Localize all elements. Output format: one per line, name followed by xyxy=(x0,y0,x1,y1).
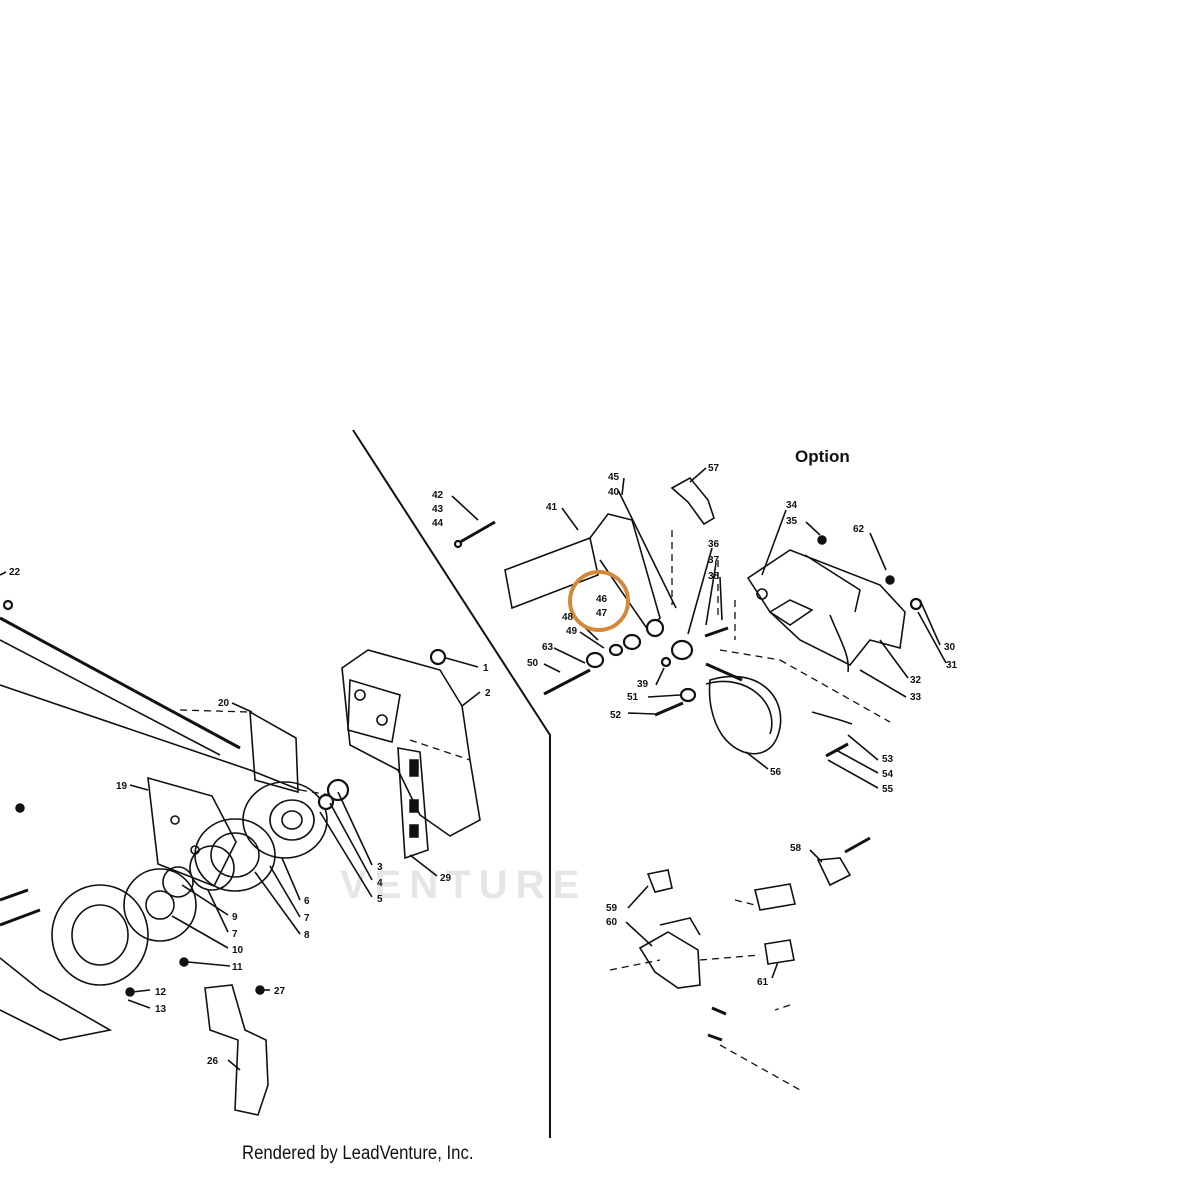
part-label-51: 51 xyxy=(627,692,639,703)
part-label-2: 2 xyxy=(485,688,491,699)
left-assembly xyxy=(0,571,481,1116)
part-label-53: 53 xyxy=(882,754,894,765)
part-label-37: 37 xyxy=(708,555,720,566)
part-label-27: 27 xyxy=(274,986,286,997)
credit-text: Rendered by LeadVenture, Inc. xyxy=(242,1143,474,1164)
part-label-45: 45 xyxy=(608,472,620,483)
part-label-10: 10 xyxy=(232,945,244,956)
part-label-43: 43 xyxy=(432,504,444,515)
part-label-54: 54 xyxy=(882,769,894,780)
part-label-58: 58 xyxy=(790,843,802,854)
part-label-1: 1 xyxy=(483,663,489,674)
part-label-8: 8 xyxy=(304,930,310,941)
part-label-9: 9 xyxy=(232,912,238,923)
part-label-11: 11 xyxy=(232,962,243,973)
part-label-26: 26 xyxy=(207,1056,219,1067)
part-label-41: 41 xyxy=(546,502,558,513)
part-label-63: 63 xyxy=(542,642,554,653)
part-label-38: 38 xyxy=(708,571,720,582)
option-section-title: Option xyxy=(795,447,850,466)
part-label-34: 34 xyxy=(786,500,798,511)
part-label-36: 36 xyxy=(708,539,720,550)
labels-left: 22 1 2 20 19 3 4 5 6 7 7 8 9 10 11 12 13… xyxy=(9,567,491,1067)
part-label-31: 31 xyxy=(946,660,958,671)
part-label-32: 32 xyxy=(910,675,922,686)
part-label-7b: 7 xyxy=(232,929,238,940)
part-label-49: 49 xyxy=(566,626,578,637)
part-label-20: 20 xyxy=(218,698,230,709)
part-label-61: 61 xyxy=(757,977,769,988)
watermark-text: VENTURE xyxy=(340,863,587,907)
part-label-55: 55 xyxy=(882,784,894,795)
part-label-48: 48 xyxy=(562,612,574,623)
part-label-60: 60 xyxy=(606,917,618,928)
labels-right: 42 43 44 41 45 40 57 46 47 48 49 63 50 3… xyxy=(432,463,958,988)
part-label-33: 33 xyxy=(910,692,922,703)
part-label-50: 50 xyxy=(527,658,539,669)
right-assembly xyxy=(451,467,947,1091)
part-label-22: 22 xyxy=(9,567,21,578)
part-label-46: 46 xyxy=(596,594,608,605)
part-label-7a: 7 xyxy=(304,913,310,924)
part-label-30: 30 xyxy=(944,642,956,653)
part-label-39: 39 xyxy=(637,679,649,690)
part-label-57: 57 xyxy=(708,463,720,474)
part-label-29: 29 xyxy=(440,873,452,884)
part-label-3: 3 xyxy=(377,862,383,873)
part-label-52: 52 xyxy=(610,710,622,721)
part-label-12: 12 xyxy=(155,987,167,998)
part-label-35: 35 xyxy=(786,516,798,527)
part-label-44: 44 xyxy=(432,518,444,529)
part-label-59: 59 xyxy=(606,903,618,914)
section-divider xyxy=(352,429,551,1138)
part-label-13: 13 xyxy=(155,1004,167,1015)
highlight-circle xyxy=(568,570,630,632)
part-label-4: 4 xyxy=(377,878,383,889)
part-label-47: 47 xyxy=(596,608,608,619)
part-label-5: 5 xyxy=(377,894,383,905)
part-label-56: 56 xyxy=(770,767,782,778)
part-label-40: 40 xyxy=(608,487,620,498)
part-label-42: 42 xyxy=(432,490,444,501)
part-label-6: 6 xyxy=(304,896,310,907)
part-label-19: 19 xyxy=(116,781,128,792)
part-label-62: 62 xyxy=(853,524,865,535)
